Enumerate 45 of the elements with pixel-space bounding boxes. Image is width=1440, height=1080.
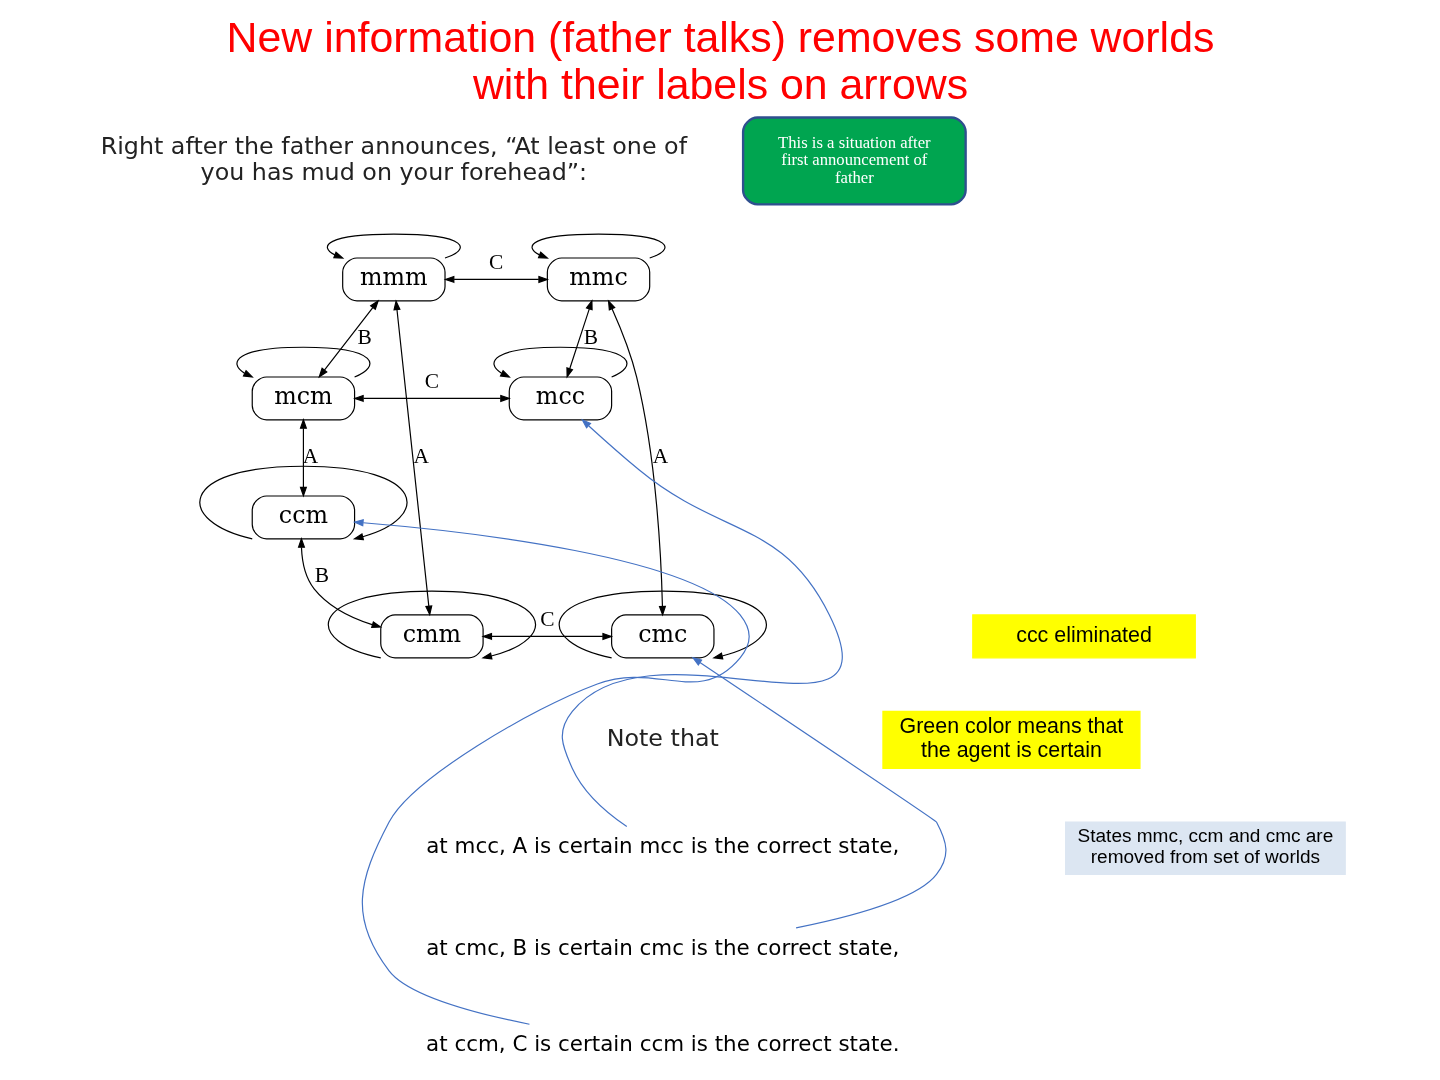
node-box: mcc [508,376,612,421]
arrow [691,656,946,929]
node-text: at mcc, A is certain mcc is the correct state, [425,833,899,859]
arrow [392,299,432,617]
node-box: ccc eliminated [971,614,1196,659]
arrow [327,590,536,660]
arrow [352,394,511,403]
edge-label: C [424,369,439,394]
diagram-title: New information (father talks) removes some worlds with their labels on arrows [226,12,1214,109]
edge-label: B [357,325,372,350]
arrow [352,519,750,1025]
arrow [235,346,370,378]
arrow [326,233,461,259]
edge-label: A [412,444,429,469]
edge-label: C [539,607,554,632]
label: Right after the father announces, “At least one of you has mud on your forehead”: [100,131,687,187]
node-text: at cmc, B is certain cmc is the correct state, [425,934,899,960]
node-box: Green color means that the agent is certain [881,710,1141,770]
arrow [531,233,665,259]
node-box: This is a situation after first announcement of father [741,116,967,206]
edge-label: B [583,325,598,350]
node-box: States mmc, ccm and cmc are removed from set of worlds [1064,821,1346,875]
label: Note that [606,723,719,752]
node-box: mmm [341,257,446,302]
node-box: ccm [251,495,355,540]
arrow [299,418,307,498]
edge-label: A [652,444,668,469]
edge-label: A [302,444,318,469]
arrow [565,299,593,379]
arrow [443,275,549,284]
arrow [198,465,408,541]
node-box: cmc [610,614,715,659]
arrow [480,632,613,641]
arrow [561,418,842,828]
arrow [493,346,627,378]
arrow [607,299,666,617]
arrow [297,537,382,629]
arrow [558,590,767,660]
node-box: mcm [251,376,355,421]
node-box: mmc [546,257,650,302]
arrow [317,299,379,379]
node-box: cmm [379,614,484,659]
node-text: at ccm, C is certain ccm is the correct state. [425,1030,899,1056]
edge-label: B [314,563,329,588]
edge-label: C [488,250,503,275]
